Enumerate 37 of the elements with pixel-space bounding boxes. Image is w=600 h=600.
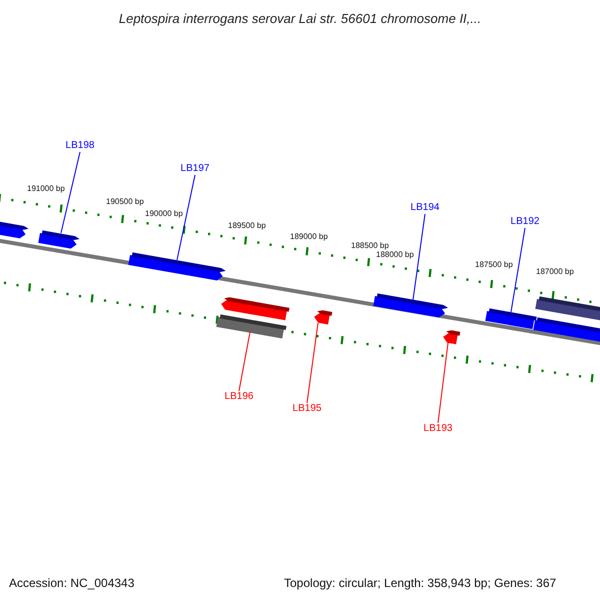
scale-label: 190500 bp [106, 196, 144, 208]
gene-label: LB192 [510, 216, 540, 228]
gene-bar [373, 293, 448, 318]
gene-label: LB197 [180, 163, 210, 175]
gene-bar [128, 252, 226, 280]
gene-bar [533, 317, 600, 343]
gene-label: LB196 [224, 391, 254, 403]
leader-line [176, 174, 196, 260]
gene-label: LB193 [424, 423, 452, 435]
scale-label: 189000 bp [290, 231, 328, 243]
leader-line [60, 152, 80, 234]
leader-line [306, 322, 318, 404]
scale-label: 187000 bp [536, 266, 574, 278]
leader-line [412, 214, 426, 300]
gene-bar [38, 230, 80, 249]
scale-label: 189500 bp [228, 220, 266, 232]
gene-label: LB194 [410, 202, 440, 214]
title: Leptospira interrogans serovar Lai str. 56601 chromosome II,... [118, 10, 482, 28]
gene-bar [535, 296, 600, 322]
scale-label: 188000 bp [376, 250, 414, 261]
scale-label: 190000 bp [145, 208, 183, 220]
scale-label: 191000 bp [27, 183, 65, 195]
leader-line [238, 332, 250, 392]
footer-text: Accession: NC_004343 [9, 575, 134, 592]
gene-label: LB198 [66, 140, 94, 152]
leader-line [510, 228, 526, 312]
gene-bar [216, 314, 286, 338]
scale-label: 188500 bp [351, 240, 389, 251]
gene-bar [0, 220, 29, 238]
scale-label: 187500 bp [475, 259, 513, 271]
gene-bar [485, 308, 537, 330]
footer-text: Topology: circular; Length: 358,943 bp; Genes: 367 [284, 575, 556, 592]
gene-label: LB195 [292, 403, 322, 415]
gene-bar [443, 330, 460, 344]
leader-line [438, 342, 448, 424]
gene-bar [314, 310, 332, 324]
gene-bar [221, 297, 290, 320]
